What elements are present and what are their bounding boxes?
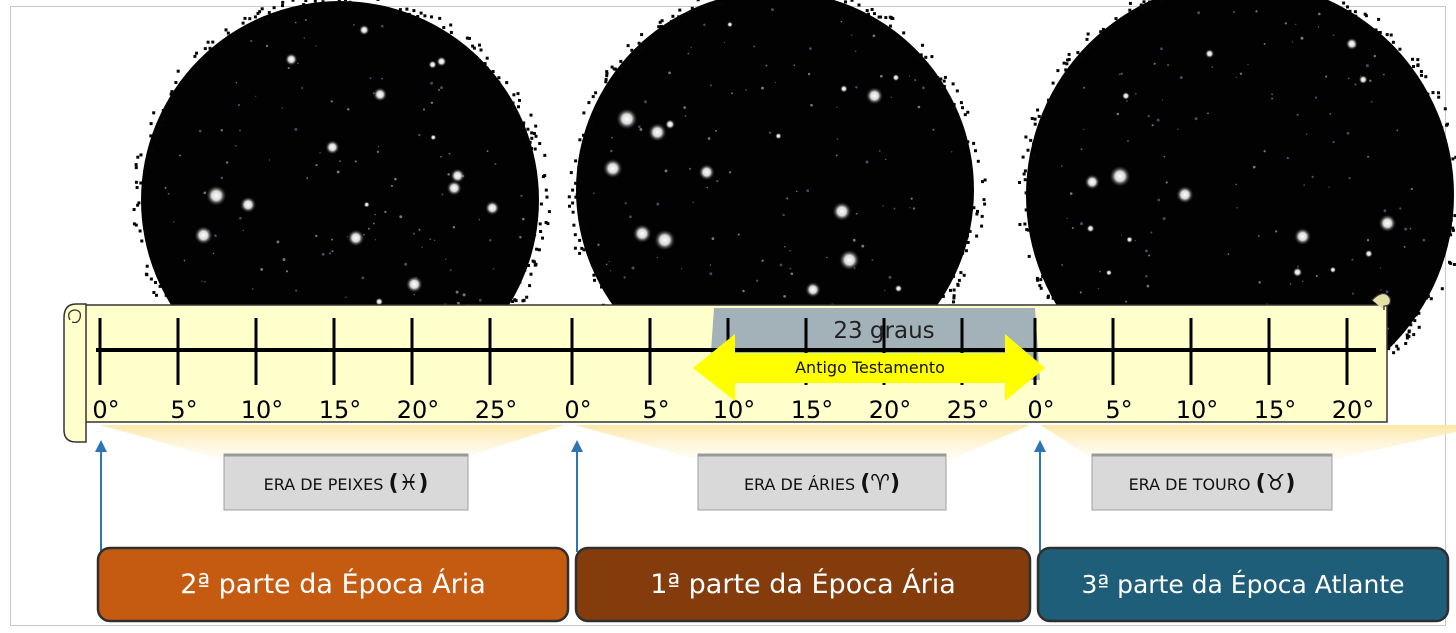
scroll-left-roll xyxy=(63,303,87,443)
era-fans xyxy=(100,425,1456,460)
scale-tick-label: 0° xyxy=(1027,396,1054,424)
scale-tick-label: 10° xyxy=(1176,396,1219,424)
scale-tick-label: 5° xyxy=(170,396,197,424)
epoch-box-3: 3ª parte da Época Atlante xyxy=(1036,546,1450,623)
scale-tick-label: 25° xyxy=(475,396,518,424)
svg-text:ERA DE ÁRIES (♈): ERA DE ÁRIES (♈) xyxy=(744,471,900,496)
old-testament-arrow: Antigo Testamento xyxy=(693,334,1045,401)
era-label-aries: ERA DE ÁRIES (♈) xyxy=(697,453,947,511)
scale-tick-label: 0° xyxy=(92,396,119,424)
scale-tick-label: 15° xyxy=(319,396,362,424)
scroll-right-curl xyxy=(1371,292,1392,310)
scale-tick-label: 20° xyxy=(397,396,440,424)
era-label-peixes: ERA DE PEIXES (♓) xyxy=(223,453,469,511)
taurus-icon: ♉ xyxy=(1266,471,1286,496)
scale-tick-label: 20° xyxy=(1332,396,1375,424)
scale-tick-label: 10° xyxy=(241,396,284,424)
era-label-touro: ERA DE TOURO (♉) xyxy=(1091,453,1333,511)
epoch-label: 3ª parte da Época Atlante xyxy=(1081,570,1404,599)
era-box xyxy=(1091,453,1333,511)
scale-tick-label: 15° xyxy=(791,396,834,424)
scale-tick-label: 25° xyxy=(947,396,990,424)
constellation-aries xyxy=(567,0,987,402)
scale-tick-label: 10° xyxy=(713,396,756,424)
aries-icon: ♈ xyxy=(870,471,890,496)
fan-peixes xyxy=(100,425,565,460)
era-name: ERA DE PEIXES xyxy=(264,475,384,494)
connector-1 xyxy=(95,440,107,552)
connector-3 xyxy=(1034,440,1046,552)
era-name: ERA DE ÁRIES xyxy=(744,475,855,494)
fan-aries xyxy=(575,425,1030,460)
epoch-box-1: 2ª parte da Época Ária xyxy=(96,546,570,623)
scale-tick-label: 20° xyxy=(869,396,912,424)
connector-arrows xyxy=(95,440,1046,552)
era-box xyxy=(223,453,469,511)
epoch-box-2: 1ª parte da Época Ária xyxy=(574,546,1032,623)
scale-tick-label: 5° xyxy=(642,396,669,424)
era-box xyxy=(697,453,947,511)
fan-touro xyxy=(1040,425,1456,460)
scale-tick-label: 0° xyxy=(564,396,591,424)
era-open: ( xyxy=(389,471,399,496)
epoch-label: 1ª parte da Época Ária xyxy=(650,568,956,600)
scroll-left-curl xyxy=(68,309,82,324)
svg-text:ERA DE TOURO (♉): ERA DE TOURO (♉) xyxy=(1129,471,1296,496)
degree-scale: 0° 5° 10° 15° 20° 25° 0° 5° 10° 15° 20° 25° 0° 5° 10° 1… xyxy=(92,318,1376,424)
scale-tick-label: 5° xyxy=(1105,396,1132,424)
arrow-label: Antigo Testamento xyxy=(795,358,945,377)
scale-tick-label: 15° xyxy=(1254,396,1297,424)
era-name: ERA DE TOURO xyxy=(1129,475,1251,494)
svg-text:ERA DE PEIXES (♓): ERA DE PEIXES (♓) xyxy=(264,471,429,496)
connector-2 xyxy=(571,440,583,552)
pisces-icon: ♓ xyxy=(399,471,419,496)
arrow-shape xyxy=(693,334,1045,401)
epoch-label: 2ª parte da Época Ária xyxy=(180,568,486,600)
